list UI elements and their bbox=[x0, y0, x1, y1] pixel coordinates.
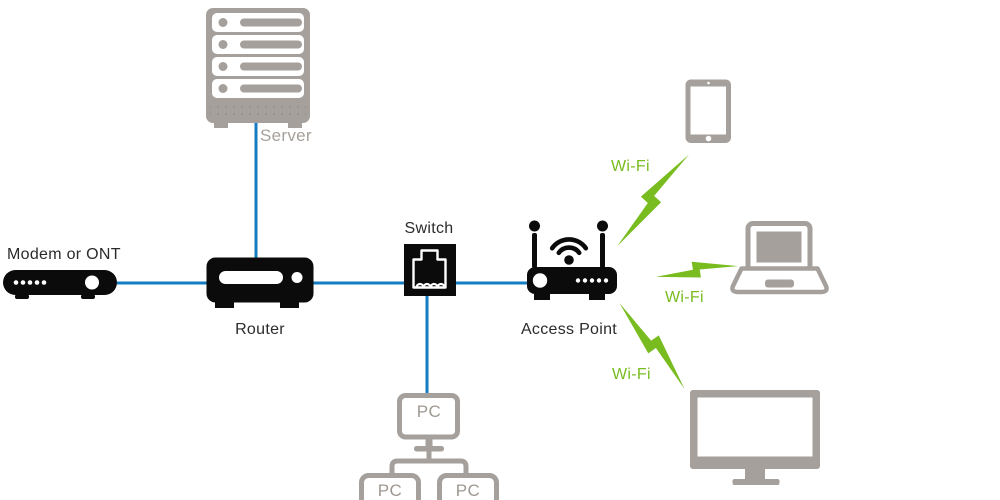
wifi-label-tablet: Wi-Fi bbox=[611, 158, 650, 175]
access-point-label: Access Point bbox=[520, 321, 618, 338]
pc-left-label: PC bbox=[377, 481, 403, 500]
modem-icon bbox=[3, 270, 117, 299]
server-label: Server bbox=[260, 126, 312, 145]
router-icon bbox=[206, 257, 314, 308]
lightning-bolt-icon bbox=[619, 302, 685, 390]
lightning-bolt-icon bbox=[616, 154, 690, 247]
pc-main-label: PC bbox=[416, 402, 442, 421]
tv-icon bbox=[690, 390, 820, 485]
wifi-label-laptop: Wi-Fi bbox=[665, 289, 704, 306]
tablet-icon bbox=[685, 79, 731, 143]
access-point-icon bbox=[527, 220, 617, 300]
lightning-bolt-icon bbox=[655, 261, 739, 278]
pc-icon bbox=[359, 393, 499, 500]
router-label: Router bbox=[235, 321, 285, 338]
laptop-icon bbox=[730, 221, 829, 295]
switch-icon bbox=[404, 244, 456, 296]
pc-right-label: PC bbox=[455, 481, 481, 500]
wifi-label-tv: Wi-Fi bbox=[612, 366, 651, 383]
switch-label: Switch bbox=[404, 220, 454, 237]
server-icon bbox=[206, 8, 310, 128]
modem-label: Modem or ONT bbox=[7, 246, 121, 263]
